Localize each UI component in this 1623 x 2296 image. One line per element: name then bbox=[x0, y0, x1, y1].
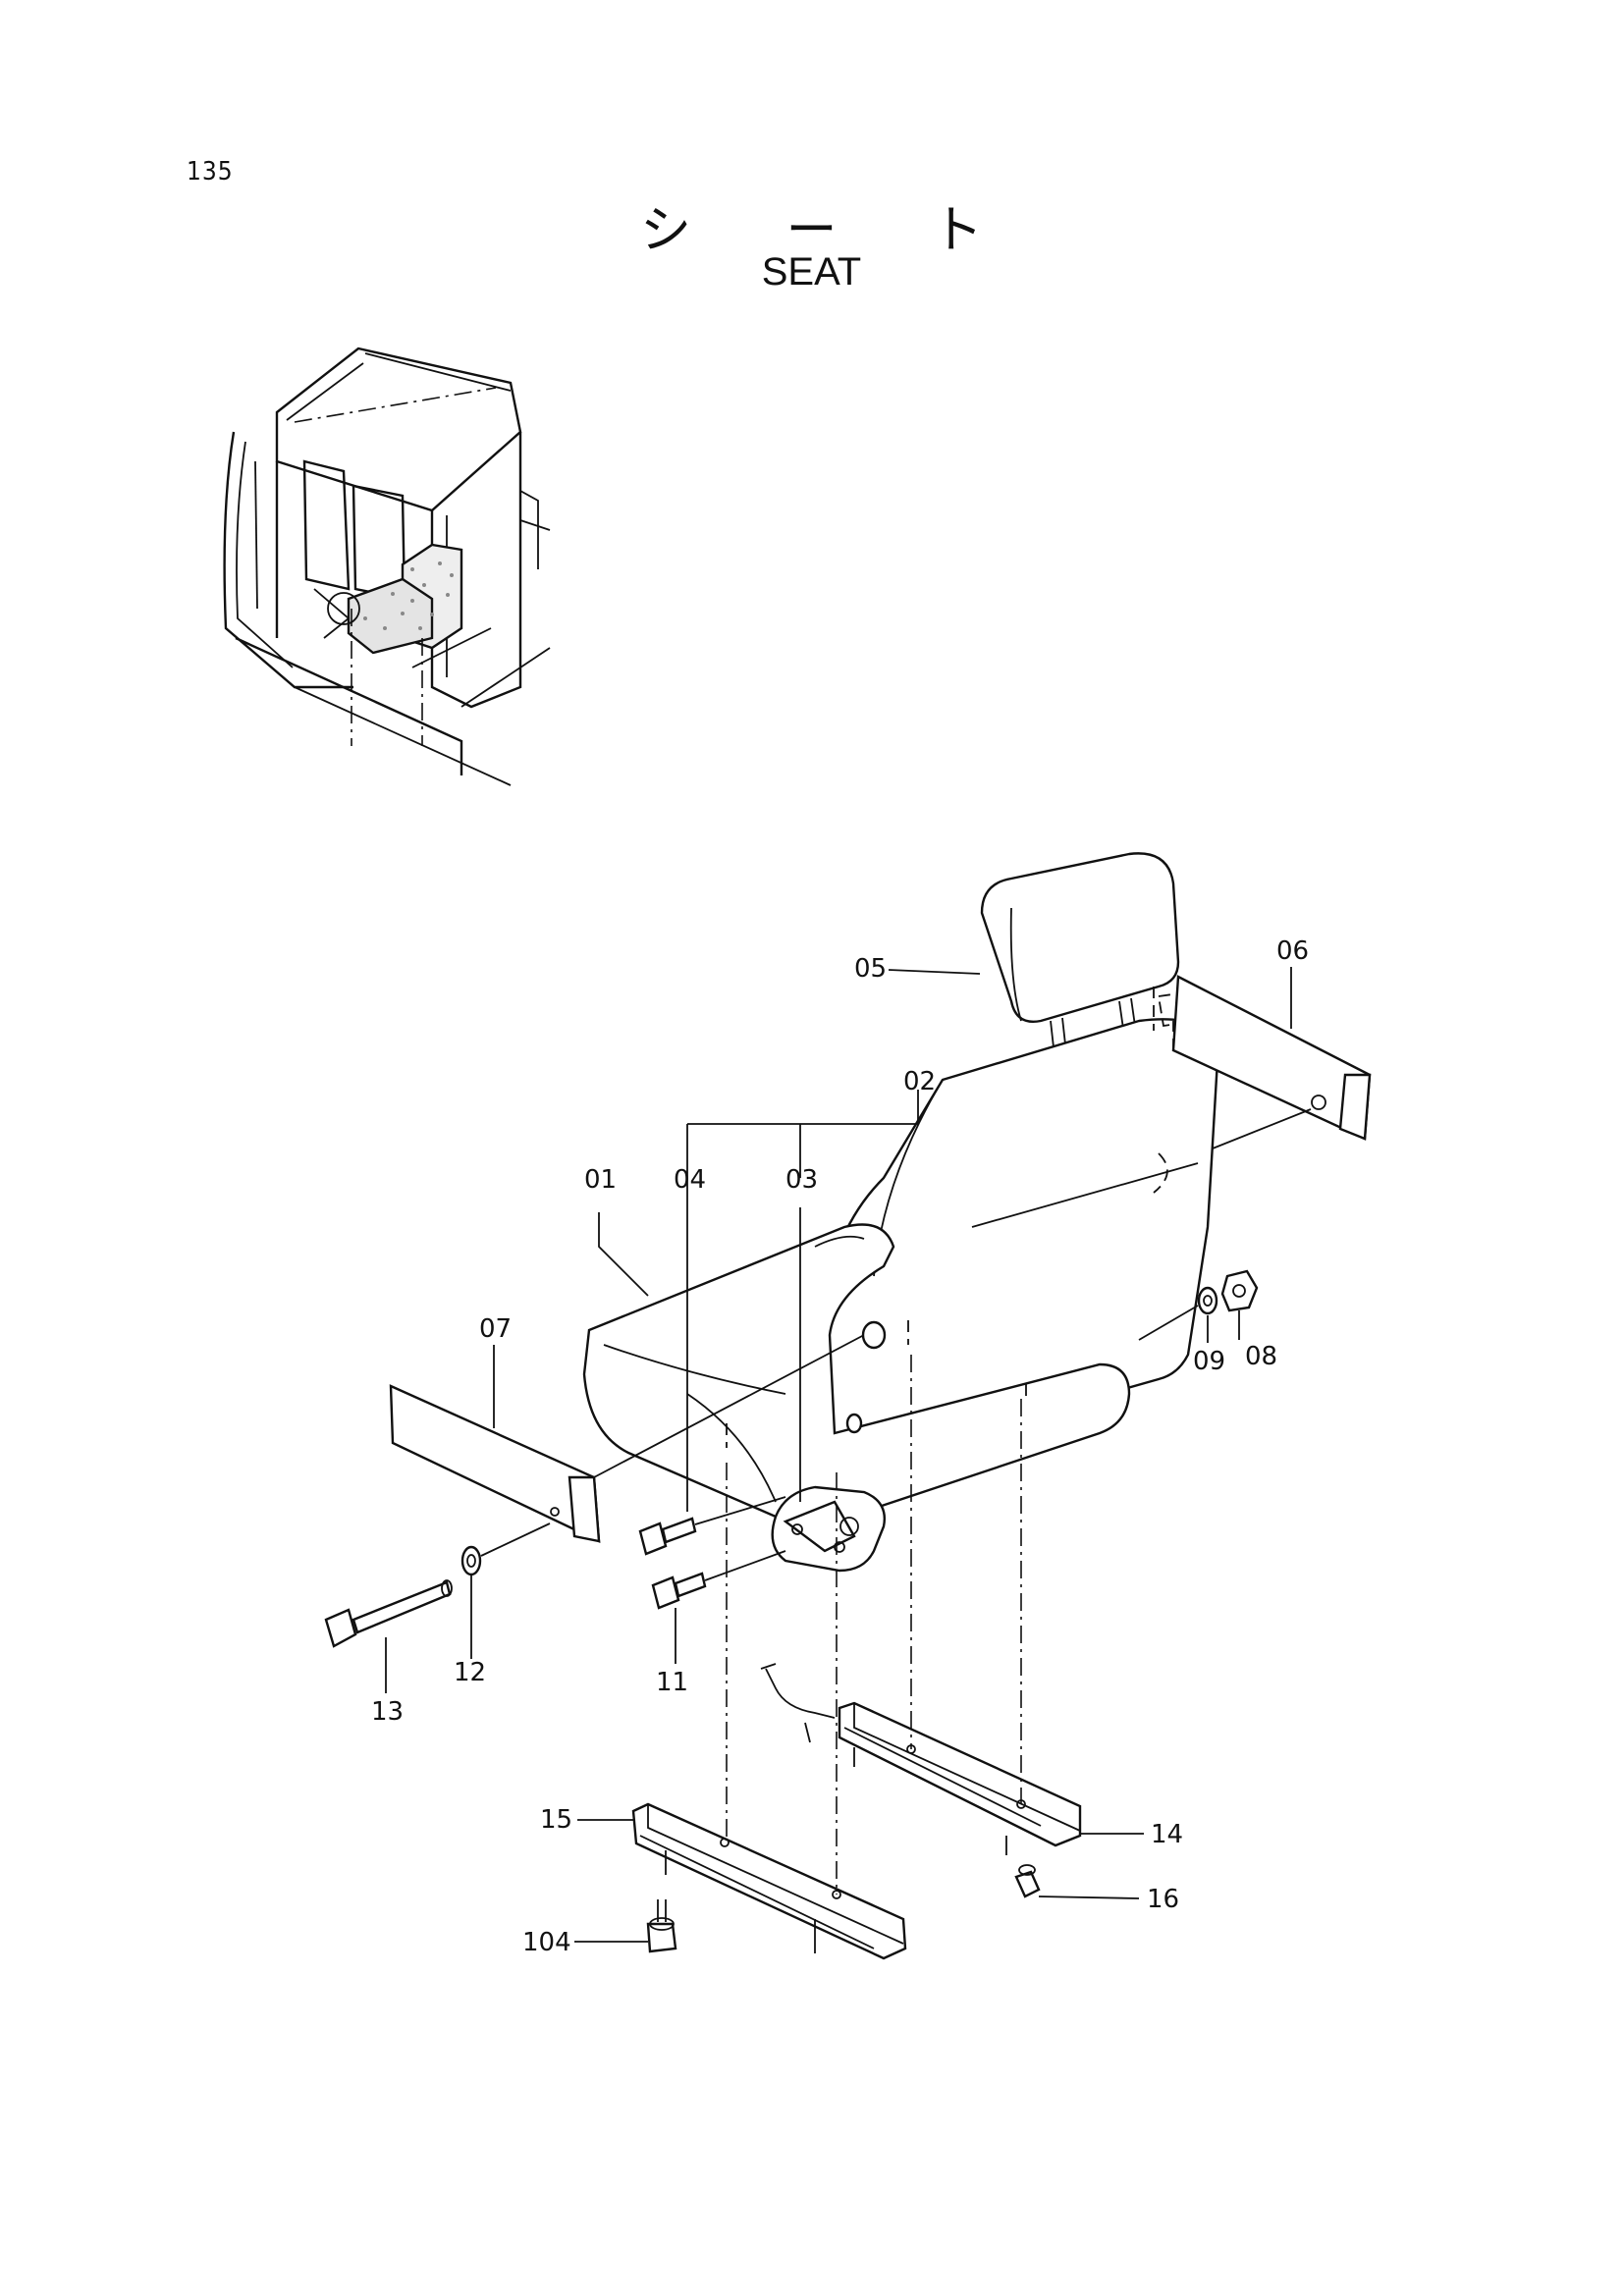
callout-15: 15 bbox=[540, 1805, 572, 1835]
cab-overview-inset bbox=[223, 347, 551, 786]
bolt-04 bbox=[638, 1496, 786, 1556]
slide-rail-left bbox=[631, 1802, 907, 1960]
callout-16: 16 bbox=[1147, 1885, 1179, 1914]
headrest bbox=[980, 852, 1180, 1074]
callout-04: 04 bbox=[674, 1165, 706, 1195]
callout-13: 13 bbox=[371, 1697, 404, 1727]
callout-08: 08 bbox=[1245, 1342, 1277, 1371]
callout-01: 01 bbox=[584, 1165, 617, 1195]
callout-03: 03 bbox=[785, 1165, 818, 1195]
armrest-left bbox=[389, 1334, 865, 1543]
page-number: 135 bbox=[187, 157, 234, 187]
callout-07: 07 bbox=[479, 1314, 512, 1344]
washer-09 bbox=[1197, 1286, 1218, 1315]
long-bolt bbox=[324, 1579, 453, 1648]
slide-rail-right bbox=[760, 1663, 1082, 1855]
callout-14: 14 bbox=[1151, 1820, 1183, 1849]
washer-12 bbox=[460, 1545, 482, 1576]
callout-11: 11 bbox=[656, 1668, 688, 1697]
nut-08 bbox=[1220, 1269, 1259, 1312]
bolt-16 bbox=[1014, 1864, 1041, 1898]
seat-inset-icon bbox=[313, 543, 463, 655]
recline-bracket bbox=[771, 1485, 886, 1573]
armrest-right bbox=[1153, 975, 1372, 1149]
callout-05: 05 bbox=[854, 954, 887, 984]
callout-02: 02 bbox=[903, 1067, 936, 1096]
title-japanese: シ ー ト bbox=[639, 201, 1023, 260]
callout-06: 06 bbox=[1276, 936, 1309, 966]
bolt-11 bbox=[651, 1550, 786, 1610]
callout-12: 12 bbox=[454, 1658, 486, 1687]
title-english: SEAT bbox=[761, 250, 862, 294]
nut-104 bbox=[646, 1899, 677, 1953]
seat-cushion bbox=[582, 1223, 1131, 1524]
callout-104: 104 bbox=[522, 1928, 571, 1957]
callout-09: 09 bbox=[1193, 1347, 1225, 1376]
